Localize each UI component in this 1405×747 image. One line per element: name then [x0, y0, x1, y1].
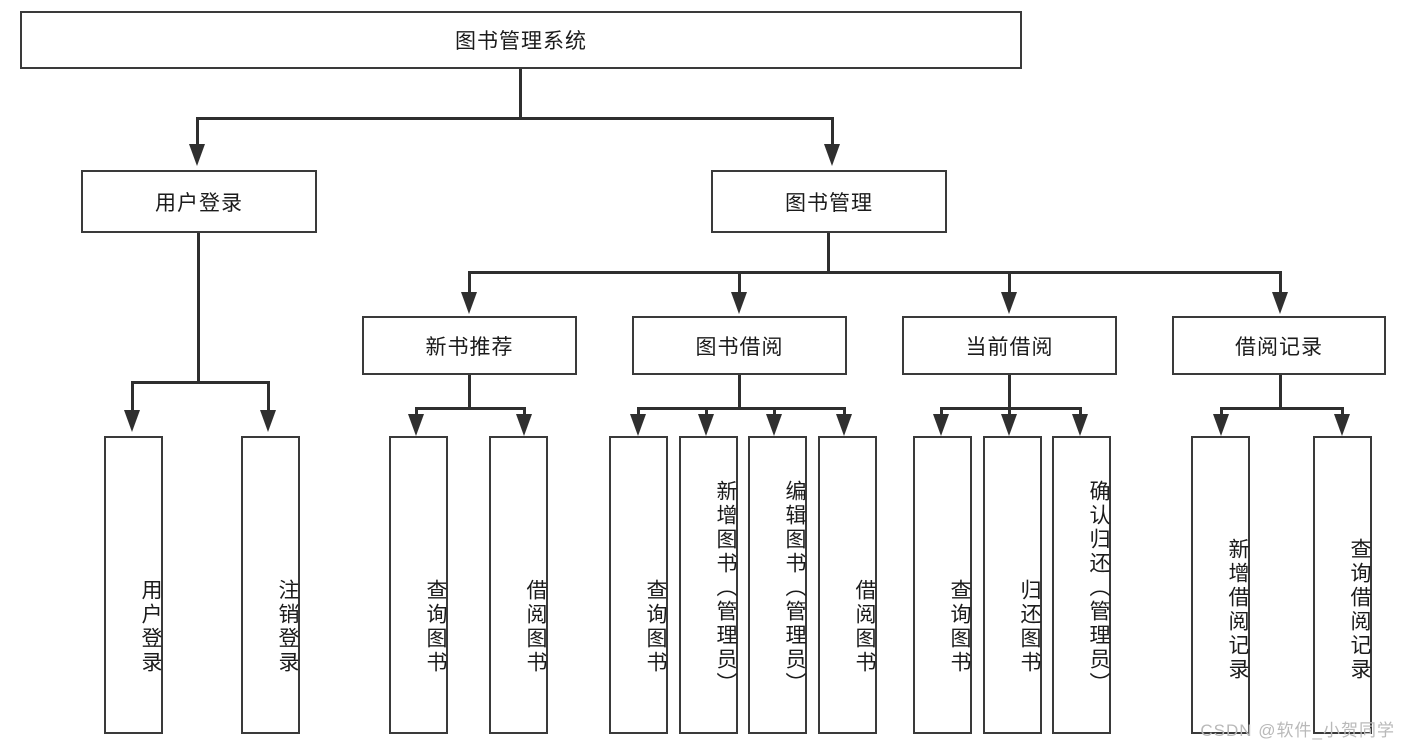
node-label: 查询图书 [644, 579, 667, 675]
connector-drop-bb-leaf-2 [705, 407, 708, 419]
arrowhead-user-login-leaf-2 [260, 410, 276, 432]
connector-drop-br-leaf-2 [1341, 407, 1344, 419]
node-user-login[interactable]: 用户登录 [81, 170, 317, 233]
arrowhead-cb-leaf-3 [1072, 414, 1088, 436]
node-book-management[interactable]: 图书管理 [711, 170, 947, 233]
node-label: 新增图书（管理员） [714, 480, 737, 696]
connector-root-stem [519, 69, 522, 119]
node-label: 注销登录 [276, 579, 299, 675]
connector-drop-current-borrow [1008, 271, 1011, 295]
node-label: 新书推荐 [425, 335, 514, 359]
connector-drop-user-login [196, 117, 199, 147]
leaf-bb-edit-book-admin[interactable]: 编辑图书（管理员） [748, 436, 807, 734]
arrowhead-cb-leaf-2 [1001, 414, 1017, 436]
leaf-bb-query-book[interactable]: 查询图书 [609, 436, 668, 734]
node-label: 借阅记录 [1235, 335, 1323, 359]
leaf-nbr-query-book[interactable]: 查询图书 [389, 436, 448, 734]
arrowhead-bb-leaf-2 [698, 414, 714, 436]
leaf-nbr-borrow-book[interactable]: 借阅图书 [489, 436, 548, 734]
node-label: 图书管理系统 [455, 30, 587, 53]
arrowhead-nbr-leaf-1 [408, 414, 424, 436]
arrowhead-user-login [189, 144, 205, 166]
connector-user-login-stem [197, 233, 200, 383]
connector-drop-br-leaf-1 [1220, 407, 1223, 419]
leaf-br-add-record[interactable]: 新增借阅记录 [1191, 436, 1250, 734]
arrowhead-br-leaf-1 [1213, 414, 1229, 436]
node-label: 归还图书 [1018, 579, 1041, 675]
leaf-bb-borrow-book[interactable]: 借阅图书 [818, 436, 877, 734]
node-label: 借阅图书 [853, 579, 876, 675]
connector-drop-user-login-leaf-1 [131, 381, 134, 413]
connector-user-login-bus [131, 381, 269, 384]
connector-borrow-record-bus [1220, 407, 1344, 410]
node-label: 新增借阅记录 [1226, 538, 1249, 682]
node-book-borrow[interactable]: 图书借阅 [632, 316, 847, 375]
leaf-bb-add-book-admin[interactable]: 新增图书（管理员） [679, 436, 738, 734]
arrowhead-new-book-recommend [461, 292, 477, 314]
node-label: 当前借阅 [965, 335, 1054, 359]
node-label: 用户登录 [155, 191, 243, 215]
connector-level3-bus [468, 271, 1282, 274]
connector-drop-cb-leaf-3 [1079, 407, 1082, 419]
arrowhead-book-borrow [731, 292, 747, 314]
connector-drop-bb-leaf-3 [773, 407, 776, 419]
connector-new-book-recommend-stem [468, 375, 471, 409]
leaf-user-login-logout[interactable]: 注销登录 [241, 436, 300, 734]
arrowhead-book-management [824, 144, 840, 166]
arrowhead-bb-leaf-4 [836, 414, 852, 436]
node-new-book-recommend[interactable]: 新书推荐 [362, 316, 577, 375]
connector-drop-borrow-record [1279, 271, 1282, 295]
connector-drop-new-book-recommend [468, 271, 471, 295]
arrowhead-user-login-leaf-1 [124, 410, 140, 432]
connector-current-borrow-stem [1008, 375, 1011, 409]
connector-drop-nbr-leaf-2 [523, 407, 526, 419]
connector-book-borrow-bus [637, 407, 846, 410]
arrowhead-bb-leaf-1 [630, 414, 646, 436]
node-label: 用户登录 [139, 579, 162, 675]
arrowhead-borrow-record [1272, 292, 1288, 314]
node-root-book-management-system[interactable]: 图书管理系统 [20, 11, 1022, 69]
connector-current-borrow-bus [940, 407, 1082, 410]
arrowhead-br-leaf-2 [1334, 414, 1350, 436]
connector-drop-cb-leaf-2 [1008, 407, 1011, 419]
node-label: 查询借阅记录 [1348, 538, 1371, 682]
connector-borrow-record-stem [1279, 375, 1282, 409]
connector-new-book-recommend-bus [415, 407, 526, 410]
node-label: 图书借阅 [695, 335, 784, 359]
connector-drop-bb-leaf-4 [843, 407, 846, 419]
arrowhead-current-borrow [1001, 292, 1017, 314]
leaf-cb-return-book[interactable]: 归还图书 [983, 436, 1042, 734]
arrowhead-nbr-leaf-2 [516, 414, 532, 436]
node-label: 图书管理 [785, 191, 873, 215]
leaf-br-query-record[interactable]: 查询借阅记录 [1313, 436, 1372, 734]
connector-drop-book-borrow [738, 271, 741, 295]
connector-drop-nbr-leaf-1 [415, 407, 418, 419]
connector-book-borrow-stem [738, 375, 741, 409]
node-label: 编辑图书（管理员） [783, 480, 806, 696]
connector-drop-bb-leaf-1 [637, 407, 640, 419]
leaf-cb-query-book[interactable]: 查询图书 [913, 436, 972, 734]
arrowhead-cb-leaf-1 [933, 414, 949, 436]
leaf-cb-confirm-return-admin[interactable]: 确认归还（管理员） [1052, 436, 1111, 734]
connector-drop-book-management [831, 117, 834, 147]
connector-drop-user-login-leaf-2 [267, 381, 270, 413]
node-label: 借阅图书 [524, 579, 547, 675]
connector-root-bus [196, 117, 834, 120]
connector-drop-cb-leaf-1 [940, 407, 943, 419]
connector-book-management-stem [827, 233, 830, 273]
arrowhead-bb-leaf-3 [766, 414, 782, 436]
node-borrow-record[interactable]: 借阅记录 [1172, 316, 1386, 375]
leaf-user-login-login[interactable]: 用户登录 [104, 436, 163, 734]
node-current-borrow[interactable]: 当前借阅 [902, 316, 1117, 375]
watermark-text: CSDN @软件_小贺同学 [1200, 721, 1395, 740]
node-label: 确认归还（管理员） [1087, 480, 1110, 696]
node-label: 查询图书 [948, 579, 971, 675]
node-label: 查询图书 [424, 579, 447, 675]
